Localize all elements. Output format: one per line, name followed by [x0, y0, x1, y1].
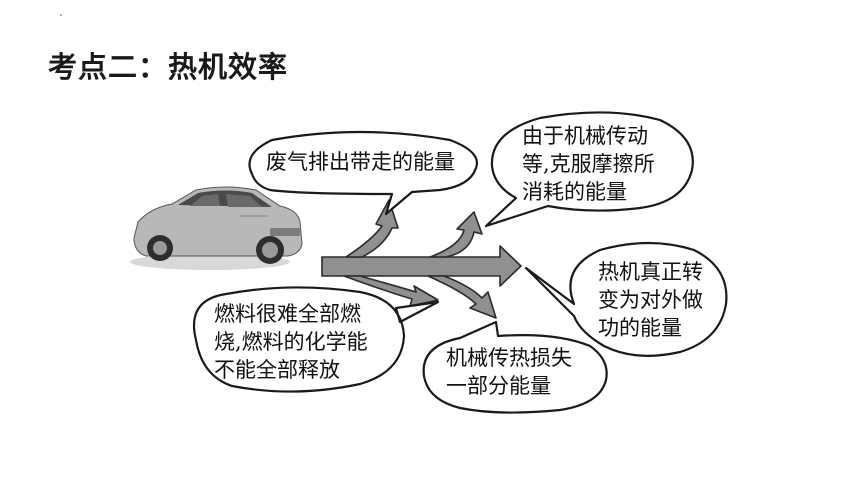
energy-arrows: [321, 199, 522, 319]
friction-line-1: 由于机械传动: [522, 124, 648, 148]
incomplete-line-1: 燃料很难全部燃: [214, 302, 361, 326]
main-energy-arrow: [321, 245, 522, 287]
incomplete-combustion-label: 燃料很难全部燃 烧,燃料的化学能 不能全部释放: [214, 300, 368, 384]
car-image: [130, 186, 303, 270]
heat-loss-line-2: 一部分能量: [446, 374, 551, 398]
incomplete-line-2: 烧,燃料的化学能: [214, 330, 368, 354]
incomplete-combustion-bubble: [192, 286, 440, 393]
friction-line-3: 消耗的能量: [522, 180, 627, 204]
heat-loss-label: 机械传热损失 一部分能量: [446, 344, 572, 400]
friction-bubble: [484, 111, 694, 228]
decorative-dot: [60, 14, 62, 16]
useful-work-label: 热机真正转 变为对外做 功的能量: [598, 258, 703, 342]
useful-line-3: 功的能量: [598, 316, 682, 340]
friction-arrow: [429, 211, 483, 258]
heat-loss-line-1: 机械传热损失: [446, 346, 572, 370]
useful-work-bubble: [524, 241, 728, 357]
exhaust-energy-label: 废气排出带走的能量: [266, 150, 455, 174]
heat-loss-arrow: [427, 275, 497, 319]
exhaust-bubble: [248, 130, 479, 216]
heat-loss-bubble: [422, 320, 608, 414]
page-title: 考点二：热机效率: [48, 50, 289, 84]
incomplete-line-3: 不能全部释放: [214, 358, 340, 382]
friction-line-2: 等,克服摩擦所: [522, 152, 655, 176]
useful-line-1: 热机真正转: [598, 260, 703, 284]
useful-line-2: 变为对外做: [598, 288, 703, 312]
friction-energy-label: 由于机械传动 等,克服摩擦所 消耗的能量: [522, 122, 655, 206]
